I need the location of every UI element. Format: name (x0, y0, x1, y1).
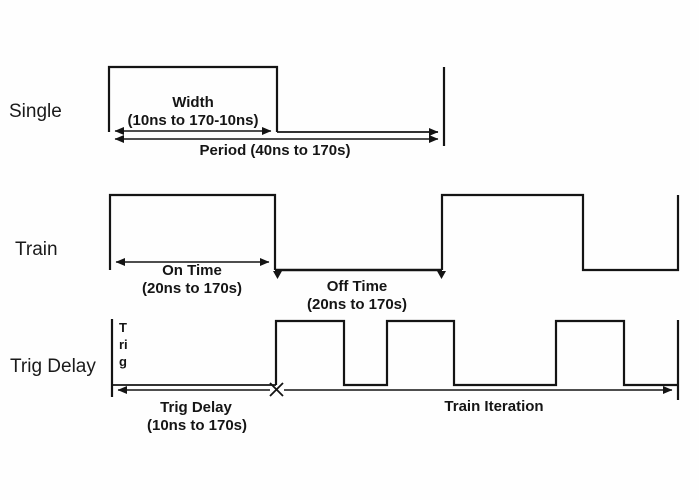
trig-delay-waveform-path (274, 319, 678, 387)
off-time-annotation-range: (20ns to 170s) (306, 296, 408, 313)
trig-delay-annotation-title: Trig Delay (160, 399, 232, 416)
on-time-annotation-title: On Time (162, 262, 222, 279)
off-time-annotation-title: Off Time (326, 278, 388, 295)
width-annotation-title: Width (172, 94, 214, 111)
trig-vertical-label: Trig (119, 320, 128, 369)
row-label-trig-delay: Trig Delay (10, 356, 96, 377)
period-annotation: Period (40ns to 170s) (199, 142, 351, 159)
train-pulse1-path (108, 193, 277, 270)
row-label-train: Train (15, 239, 58, 260)
width-annotation-range: (10ns to 170-10ns) (127, 112, 259, 129)
single-pulse-path (107, 65, 279, 132)
on-time-annotation-range: (20ns to 170s) (141, 280, 243, 297)
train-pulse2-path (440, 193, 680, 272)
row-label-single: Single (9, 101, 62, 122)
dimension-x-junction (269, 382, 284, 397)
train-iteration-annotation: Train Iteration (444, 398, 544, 415)
train-off-time-right-arrowhead (437, 271, 446, 279)
trig-delay-annotation-range: (10ns to 170s) (146, 417, 248, 434)
train-off-time-left-arrowhead (273, 271, 282, 279)
